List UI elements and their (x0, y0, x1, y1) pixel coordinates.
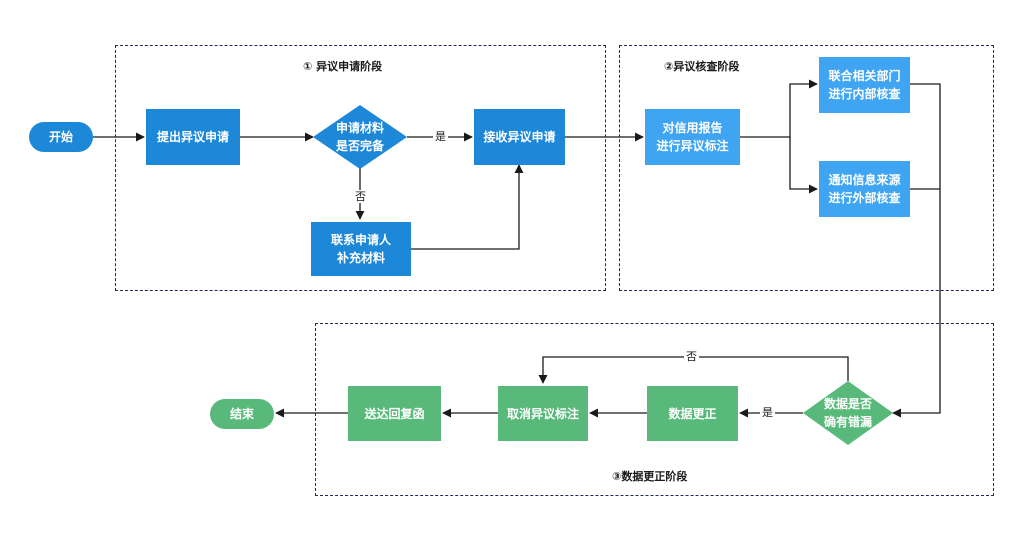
edge-mark-to-external (789, 137, 818, 194)
stage-correction-frame (315, 323, 994, 496)
submit-objection-label: 提出异议申请 (156, 130, 229, 144)
stage-verification-frame (619, 45, 994, 291)
stage-application-title: ① 异议申请阶段 (303, 60, 383, 73)
mark-report-label: 对信用报告 进行异议标注 (656, 121, 729, 153)
end-node-label: 结束 (229, 407, 254, 421)
send-reply-node: 送达回复函 (348, 386, 441, 441)
end-node: 结束 (210, 399, 274, 429)
data-correct-label: 数据更正 (668, 406, 717, 421)
error-check-label-wrap: 数据是否 确有错漏 (803, 381, 893, 445)
edge-mark-to-internal (740, 79, 818, 138)
stage-application-frame (115, 45, 606, 291)
send-reply-label: 送达回复函 (364, 406, 425, 421)
error-check-diamond (803, 381, 893, 445)
receive-objection-label: 接收异议申请 (483, 130, 556, 144)
internal-check-label: 联合相关部门 进行内部核查 (828, 69, 901, 101)
check-material-label-wrap: 申请材料 是否完备 (313, 105, 407, 169)
edge-label-no-cancel: 否 (684, 350, 699, 363)
external-check-node: 通知信息来源 进行外部核查 (819, 161, 910, 217)
check-material-label: 申请材料 是否完备 (335, 121, 384, 153)
error-check-label: 数据是否 确有错漏 (823, 397, 872, 429)
edge-label-yes-correct: 是 (760, 406, 775, 419)
external-check-label: 通知信息来源 进行外部核查 (828, 173, 901, 205)
contact-applicant-label: 联系申请人 补充材料 (330, 233, 391, 265)
stage-verification-title: ②异议核查阶段 (664, 60, 740, 73)
contact-applicant-node: 联系申请人 补充材料 (311, 222, 411, 276)
stage-correction-title: ③数据更正阶段 (612, 470, 688, 483)
start-node-label: 开始 (48, 130, 73, 144)
edge-label-no-contact: 否 (353, 190, 368, 203)
cancel-mark-label: 取消异议标注 (506, 406, 579, 421)
check-material-diamond (313, 105, 407, 169)
receive-objection-node: 接收异议申请 (474, 109, 565, 165)
edge-contact-to-receive (411, 164, 524, 250)
mark-report-node: 对信用报告 进行异议标注 (645, 109, 740, 165)
data-correct-node: 数据更正 (647, 386, 738, 441)
submit-objection-node: 提出异议申请 (146, 109, 240, 165)
edge-internal-to-error (892, 83, 941, 418)
internal-check-node: 联合相关部门 进行内部核查 (819, 57, 910, 113)
edge-label-yes-receive: 是 (433, 130, 448, 143)
cancel-mark-node: 取消异议标注 (498, 386, 588, 441)
start-node: 开始 (29, 122, 93, 152)
